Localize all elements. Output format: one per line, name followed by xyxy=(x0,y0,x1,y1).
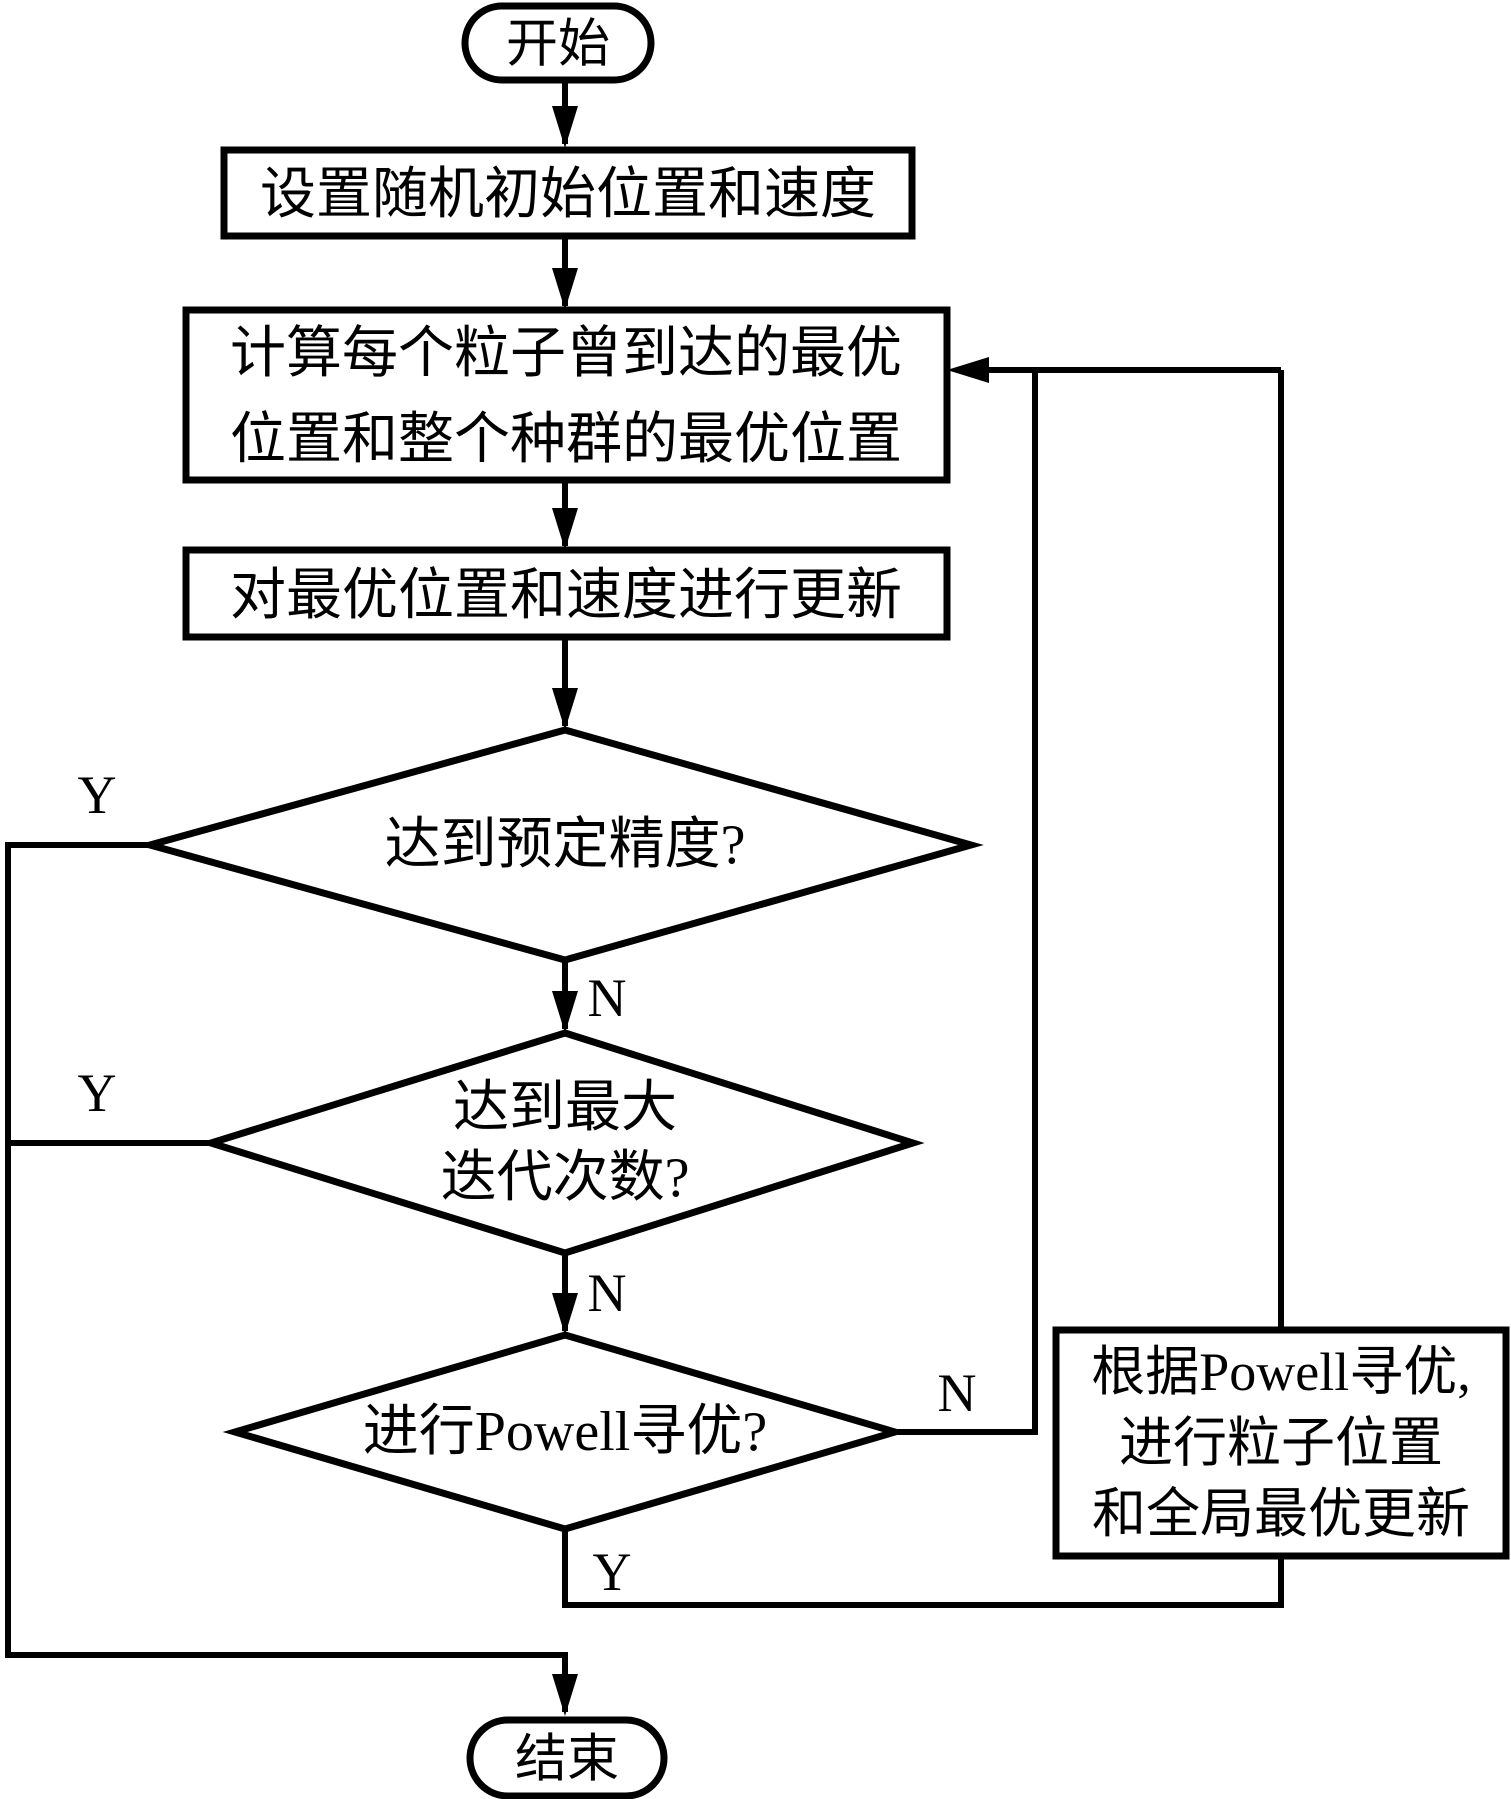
branch-label-y: Y xyxy=(593,1542,632,1602)
arrowhead-down-icon xyxy=(552,1293,578,1335)
end-node: 结束 xyxy=(466,1716,668,1799)
route-iteration-yes: Y xyxy=(8,1063,211,1146)
init-shape xyxy=(220,146,916,240)
powell-update-shape xyxy=(1052,1326,1510,1560)
end-label: 结束 xyxy=(515,1732,619,1789)
branch-label-n: N xyxy=(588,968,627,1028)
route-precision-yes: Y xyxy=(5,765,578,1716)
calc-shape xyxy=(182,306,951,484)
branch-label-y: Y xyxy=(78,1063,117,1123)
arrowhead-down-icon xyxy=(552,268,578,310)
start-label: 开始 xyxy=(506,17,610,74)
route-line xyxy=(895,367,1038,1435)
arrowhead-down-icon xyxy=(552,1674,578,1716)
arrow-update-to-precision xyxy=(552,637,578,730)
start-node: 开始 xyxy=(461,2,655,84)
iteration-check-label-line2: 迭代次数? xyxy=(441,1147,690,1209)
branch-label-n: N xyxy=(938,1363,977,1423)
branch-label-n: N xyxy=(588,1263,627,1323)
route-line xyxy=(5,842,568,1712)
arrowhead-down-icon xyxy=(552,106,578,148)
powell-check-label: 进行Powell寻优? xyxy=(363,1401,767,1463)
arrowhead-down-icon xyxy=(552,508,578,550)
powell-check-node: 进行Powell寻优? xyxy=(222,1331,908,1533)
init-node: 设置随机初始位置和速度 xyxy=(220,146,916,240)
arrow-start-to-init xyxy=(552,80,578,148)
update-shape xyxy=(182,546,951,641)
start-shape xyxy=(461,2,655,84)
powell-update-label-line1: 根据Powell寻优, xyxy=(1091,1342,1471,1402)
arrowhead-down-icon xyxy=(552,991,578,1033)
powell-check-shape xyxy=(222,1331,908,1533)
iteration-check-node: 达到最大 迭代次数? xyxy=(199,1029,925,1257)
route-powell-no-feedback: N xyxy=(895,357,1281,1435)
iteration-check-shape xyxy=(199,1029,925,1257)
init-label: 设置随机初始位置和速度 xyxy=(260,164,876,226)
precision-check-label: 达到预定精度? xyxy=(385,814,746,876)
route-powell-yes: Y xyxy=(562,1529,1284,1608)
arrowhead-left-icon xyxy=(947,357,989,383)
arrow-precision-no: N xyxy=(552,960,627,1033)
powell-update-label-line3: 和全局最优更新 xyxy=(1092,1484,1470,1544)
route-line xyxy=(562,1529,1284,1608)
end-shape xyxy=(466,1716,668,1799)
arrowhead-down-icon xyxy=(552,688,578,730)
update-label: 对最优位置和速度进行更新 xyxy=(230,565,902,627)
arrow-calc-to-update xyxy=(552,480,578,550)
calc-label-line2: 位置和整个种群的最优位置 xyxy=(230,409,902,471)
powell-update-node: 根据Powell寻优, 进行粒子位置 和全局最优更新 xyxy=(1052,1326,1510,1560)
update-node: 对最优位置和速度进行更新 xyxy=(182,546,951,641)
powell-update-label-line2: 进行粒子位置 xyxy=(1119,1413,1443,1473)
calc-node: 计算每个粒子曾到达的最优 位置和整个种群的最优位置 xyxy=(182,306,951,484)
precision-check-shape xyxy=(136,726,984,964)
iteration-check-label-line1: 达到最大 xyxy=(453,1077,677,1139)
arrow-iteration-no: N xyxy=(552,1253,627,1335)
arrow-init-to-calc xyxy=(552,236,578,310)
precision-check-node: 达到预定精度? xyxy=(136,726,984,964)
calc-label-line1: 计算每个粒子曾到达的最优 xyxy=(230,323,902,385)
branch-label-y: Y xyxy=(78,765,117,825)
